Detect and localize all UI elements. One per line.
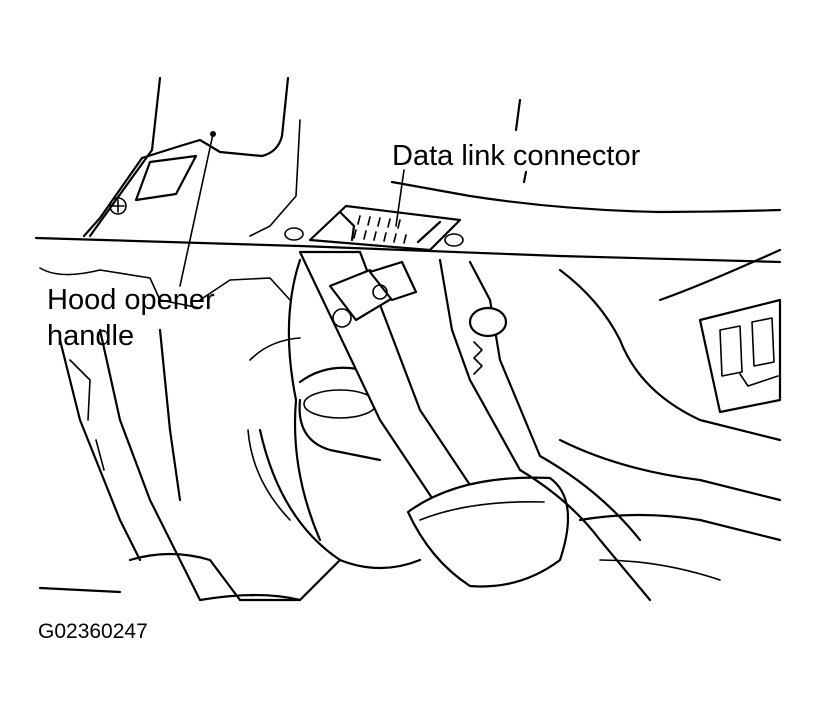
floor-contour: [198, 558, 721, 602]
steering-column: [247, 258, 422, 570]
center-console: [558, 248, 782, 542]
hood-opener-handle-label: Hood opener handle: [47, 282, 215, 354]
hood-opener-label-line2: handle: [47, 320, 135, 352]
hood-opener-leader: [179, 131, 216, 287]
data-link-connector-label: Data link connector: [392, 140, 641, 172]
left-lower-panel: [38, 267, 302, 602]
brake-pedal: [298, 250, 570, 588]
left-pillar-trim: [82, 76, 301, 238]
figure-id-label: G02360247: [38, 620, 148, 643]
hood-opener-label-line1: Hood opener: [47, 284, 215, 316]
data-link-connector: [284, 169, 464, 252]
accelerator-bracket: [438, 258, 652, 602]
